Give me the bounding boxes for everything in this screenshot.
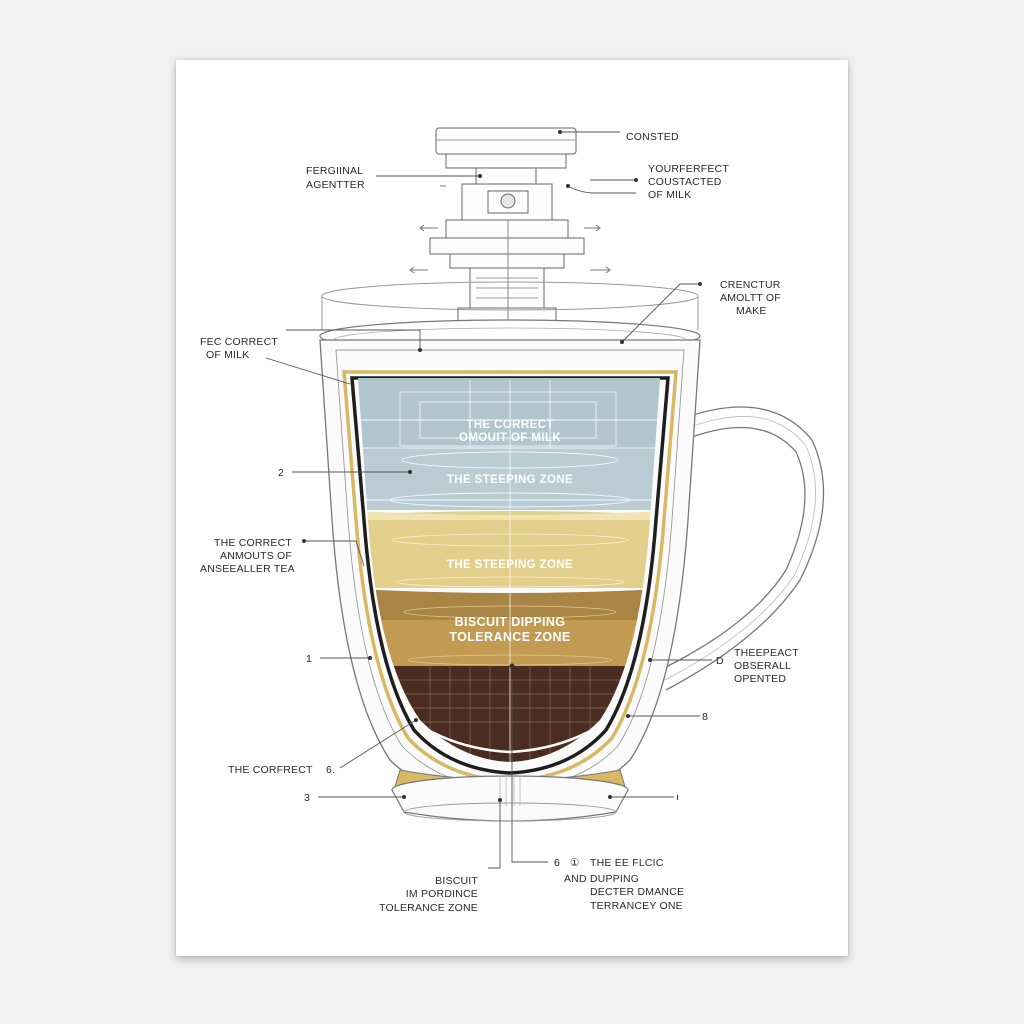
callout-number-1: 1 bbox=[306, 653, 312, 665]
leader-lines bbox=[265, 131, 712, 869]
callout-crenctur-line3: MAKE bbox=[736, 305, 767, 317]
callout-theepeact-d: D bbox=[716, 655, 724, 667]
callout-theepeact-line2: OBSERALL bbox=[734, 660, 791, 672]
callout-yourperfect-line2: COUSTACTED bbox=[648, 176, 722, 188]
callout-biscuit-line3: TOLERANCE ZONE bbox=[379, 902, 478, 914]
callout-and-dupping: AND DUPPING bbox=[564, 873, 639, 885]
callout-number-8: 8 bbox=[702, 711, 708, 723]
direction-arrows bbox=[409, 185, 611, 274]
callout-biscuit-line1: BISCUIT bbox=[435, 875, 478, 887]
leader-dots bbox=[302, 130, 702, 802]
callout-correct-amounts-line2: ANMOUTS OF bbox=[220, 550, 292, 562]
callout-correct-amounts-line1: THE CORRECT bbox=[214, 537, 292, 549]
callout-decter: DECTER DMANCE bbox=[590, 886, 684, 898]
callout-number-6: 6. bbox=[326, 764, 335, 776]
callout-yourperfect-line3: OF MILK bbox=[648, 189, 691, 201]
callout-ferginal-line1: FERGIINAL bbox=[306, 165, 363, 177]
callout-consted: CONSTED bbox=[626, 131, 679, 143]
callout-tick-i: ı bbox=[676, 791, 679, 803]
callout-thee-flcic: THE EE FLCIC bbox=[590, 857, 664, 869]
callout-bottom-circle: ① bbox=[570, 857, 580, 869]
callout-corfrect: THE CORFRECT bbox=[228, 764, 313, 776]
zone-label-biscuit-line1: BISCUIT DIPPING bbox=[455, 615, 566, 629]
callout-number-3: 3 bbox=[304, 792, 310, 804]
callout-crenctur-line2: AMOLTT OF bbox=[720, 292, 781, 304]
callout-fec-line1: FEC CORRECT bbox=[200, 336, 278, 348]
mug-handle bbox=[663, 406, 825, 691]
callout-correct-amounts-line3: ANSEEALLER TEA bbox=[200, 563, 295, 575]
callout-theepeact-line3: OPENTED bbox=[734, 673, 786, 685]
callout-ferginal-line2: AGENTTER bbox=[306, 179, 365, 191]
zone-label-biscuit-line2: TOLERANCE ZONE bbox=[449, 630, 570, 644]
callout-number-2: 2 bbox=[278, 467, 284, 479]
callout-yourperfect-line1: YOURFERFECT bbox=[648, 163, 729, 175]
zone-label-milk-line2: OMOUIT OF MILK bbox=[459, 432, 561, 444]
callout-biscuit-line2: IM PORDINCE bbox=[406, 888, 478, 900]
zone-label-steeping-upper: THE STEEPING ZONE bbox=[447, 474, 573, 486]
callout-crenctur-line1: CRENCTUR bbox=[720, 279, 781, 291]
callout-theepeact-line1: THEEPEACT bbox=[734, 647, 799, 659]
zone-label-steeping-lower: THE STEEPING ZONE bbox=[447, 559, 573, 571]
callout-bottom-number-6: 6 bbox=[554, 857, 560, 869]
callout-terrancey: TERRANCEY ONE bbox=[590, 900, 683, 912]
mug-base bbox=[391, 769, 629, 822]
zone-label-milk-line1: THE CORRECT bbox=[466, 419, 553, 431]
callout-fec-line2: OF MILK bbox=[206, 349, 249, 361]
